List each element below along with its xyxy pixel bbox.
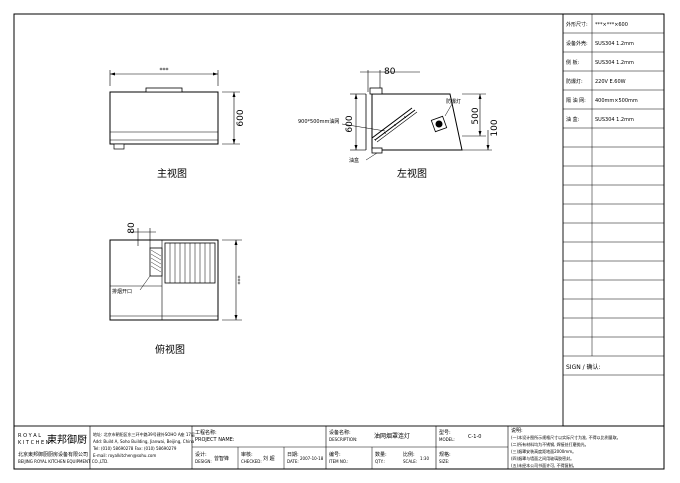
front-exhaust-collar <box>145 87 183 93</box>
size-label-en: SIZE: <box>439 459 449 464</box>
side-oil-tray <box>371 147 383 154</box>
top-exhaust-label: 排烟开口 <box>112 288 132 295</box>
notes-title: 说明: <box>511 427 523 434</box>
address-line-3: Tel: (010) 58690278 Fax: (010) 58690279 <box>92 446 177 451</box>
logo-cn: 東邦御厨 <box>47 433 87 446</box>
model-value: C-1-0 <box>468 434 481 440</box>
side-view: 80 防爆灯 油盒 900*500mm油网 600 <box>298 67 500 180</box>
front-width-label: *** <box>160 67 169 74</box>
top-view: 80 排烟开口 *** 俯视图 <box>109 222 244 356</box>
address-line-2: Add: Build A, Soho Building, Jianwai, Be… <box>93 439 195 444</box>
date-value: 2007-10-18 <box>300 456 324 461</box>
front-oil-drain <box>113 143 125 150</box>
spec-label-size: 外形尺寸: <box>566 21 588 28</box>
qty-label-en: QTY.: <box>375 459 385 464</box>
item-label: 设备名称: <box>329 429 351 436</box>
design-label-en: DESIGN: <box>195 459 212 464</box>
side-right-label-a: 500 <box>471 107 481 124</box>
side-left-label: 600 <box>345 115 355 132</box>
top-depth-label: *** <box>237 276 244 285</box>
project-label: 工程名称: <box>195 429 217 436</box>
side-lamp <box>430 115 448 133</box>
item-name: 油网烟罩连灯 <box>374 432 410 440</box>
designer-name: 曾智锋 <box>214 455 229 462</box>
date-label-en: DATE: <box>287 459 299 464</box>
side-filter-label: 900*500mm油网 <box>298 118 339 125</box>
sign-label: SIGN / 确认: <box>566 363 601 371</box>
logo-en-bottom: K I T C H E N <box>18 440 50 446</box>
spec-label-tray: 油 盒: <box>566 116 580 123</box>
side-tray-label: 油盒 <box>349 157 359 164</box>
top-view-caption: 俯视图 <box>155 343 185 356</box>
scale-label: 比例: <box>403 451 415 458</box>
date-label: 日期: <box>287 452 299 458</box>
spec-value-tray: SUS304 1.2mm <box>595 117 634 123</box>
spec-value-filter: 400mm×500mm <box>595 98 638 104</box>
front-height-label: 600 <box>236 109 246 126</box>
spec-value-casing: SUS304 1.2mm <box>595 41 634 47</box>
top-filter-grid <box>164 242 216 284</box>
front-hood-body <box>109 91 219 145</box>
design-label: 设计: <box>195 451 207 458</box>
spec-label-filter: 隔 油 网: <box>566 97 586 104</box>
item-label-en: DESCRIPTION: <box>329 437 357 442</box>
model-label: 型号: <box>439 429 451 436</box>
title-block: R O Y A L K I T C H E N 東邦御厨 北京東邦御厨厨房设备有… <box>13 425 665 470</box>
side-lamp-label: 防爆灯 <box>446 98 461 105</box>
note-1: (一)本设计图所示规格尺寸以实际尺寸为准, 不得以比例量取。 <box>511 434 621 440</box>
side-right-label-b: 100 <box>490 119 500 136</box>
model-label-en: MODEL: <box>439 437 455 442</box>
note-5: (五)未经本公司书面许可, 不得复制。 <box>511 462 577 468</box>
side-oil-filter <box>371 107 418 143</box>
side-view-caption: 左视图 <box>397 167 427 180</box>
spec-value-lamp: 220V E.60W <box>595 79 626 85</box>
logo-en-top: R O Y A L <box>18 433 41 439</box>
checker-name: 刘 超 <box>263 455 275 462</box>
scale-label-en: SCALE: <box>403 459 417 464</box>
company-name-en: BEIJING ROYAL KITCHEN EQUIPMENT CO.,LTD. <box>18 459 109 464</box>
note-4: (四)烟罩与墙面之间用玻璃胶密封。 <box>511 455 574 461</box>
note-2: (二)所有材料均为不锈钢, 焊接处打磨抛光。 <box>511 441 589 447</box>
spec-value-side-panel: SUS304 1.2mm <box>595 60 634 66</box>
side-top-label: 80 <box>384 67 396 77</box>
project-label-en: PROJECT NAME: <box>195 437 235 443</box>
check-label-en: CHECKED: <box>241 459 262 464</box>
spec-label-side-panel: 侧 板: <box>566 59 580 66</box>
front-view-caption: 主视图 <box>157 167 187 180</box>
company-name-cn: 北京東邦御厨厨房设备有限公司 <box>18 451 88 458</box>
spec-label-casing: 设备外壳: <box>566 40 588 47</box>
check-label: 审核: <box>241 451 253 458</box>
qty-label: 数量: <box>375 451 387 458</box>
top-offset-label: 80 <box>127 222 137 234</box>
front-view: *** 600 主视图 <box>109 67 246 180</box>
spec-value-size: ***×***×600 <box>595 22 628 28</box>
top-exhaust-opening <box>149 247 163 277</box>
spec-label-lamp: 防爆灯: <box>566 78 583 85</box>
spec-table: 外形尺寸: ***×***×600 设备外壳: SUS304 1.2mm 侧 板… <box>562 13 665 427</box>
note-3: (三)烟罩安装高度距地面2000mm。 <box>511 448 576 454</box>
side-exhaust-collar <box>369 87 383 95</box>
address-line-1: 地址: 北京市朝阳区东三环中路39号建外SOHO A座 17层 <box>93 431 195 437</box>
item-no-label: 编号: <box>329 451 341 458</box>
size-label: 规格: <box>439 451 451 458</box>
scale-value: 1:30 <box>420 456 429 461</box>
item-no-label-en: ITEM NO.: <box>329 459 348 464</box>
address-line-4: E-mail: royalkitchen@sohu.com <box>93 453 156 458</box>
